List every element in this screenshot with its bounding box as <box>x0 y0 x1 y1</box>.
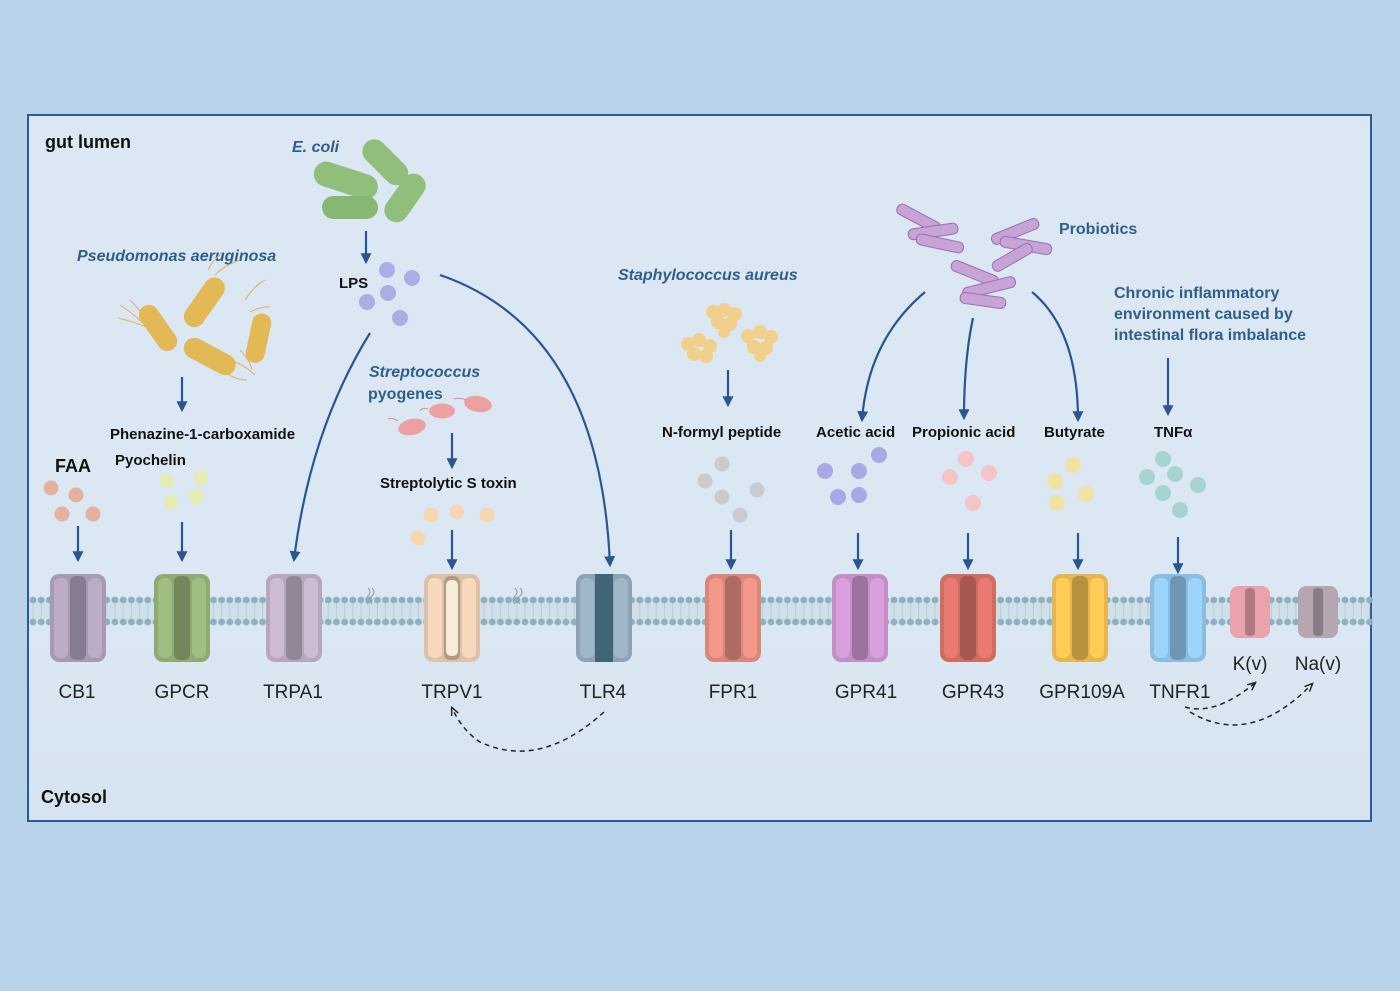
pseudomonas-cells <box>138 277 272 376</box>
receptor-label-tlr4: TLR4 <box>580 682 627 703</box>
receptor-label-tnfr1: TNFR1 <box>1149 682 1210 703</box>
acetic-label: Acetic acid <box>816 424 895 441</box>
receptor-trpa1: TRPA1 <box>263 574 323 703</box>
ecoli-label: E. coli <box>292 139 340 156</box>
receptor-tnfr1: TNFR1 <box>1149 574 1211 703</box>
streptococcus-bacteria <box>387 395 492 436</box>
receptor-gpr109a: GPR109A <box>1039 574 1125 703</box>
streptolytic-molecules <box>410 504 495 546</box>
receptor-gpcr: GPCR <box>154 574 210 703</box>
environment-note-line1: Chronic inflammatory <box>1114 285 1279 302</box>
signal-arrows <box>72 231 1184 575</box>
receptor-cb1: CB1 <box>50 574 106 703</box>
nformyl-label: N-formyl peptide <box>662 424 781 441</box>
cytosol-label: Cytosol <box>41 787 107 807</box>
receptor-label-trpa1: TRPA1 <box>263 682 323 703</box>
staph-clusters <box>681 303 778 363</box>
gut-lumen-label: gut lumen <box>45 132 131 152</box>
probiotics-label: Probiotics <box>1059 221 1137 238</box>
propionic-molecules <box>942 451 997 511</box>
channel-label-kv: K(v) <box>1233 654 1268 675</box>
receptor-label-gpr109a: GPR109A <box>1039 682 1125 703</box>
channel-nav: Na(v) <box>1295 586 1341 675</box>
streptococcus-label-line2: pyogenes <box>368 386 443 403</box>
pyochelin-label: Pyochelin <box>115 452 186 469</box>
receptor-label-gpr43: GPR43 <box>942 682 1004 703</box>
receptor-gpr41: GPR41 <box>832 574 897 703</box>
streptolytic-label: Streptolytic S toxin <box>380 475 517 492</box>
staph-label: Staphylococcus aureus <box>618 267 798 284</box>
receptor-gpr43: GPR43 <box>940 574 1004 703</box>
faa-molecules <box>43 480 101 522</box>
lps-molecules <box>359 262 420 326</box>
acetic-molecules <box>817 447 887 505</box>
receptor-label-gpr41: GPR41 <box>835 682 897 703</box>
pyochelin-molecules <box>159 470 209 510</box>
channel-kv: K(v) <box>1230 586 1270 675</box>
dashed-interaction-arrows <box>452 683 1312 752</box>
receptor-tlr4: TLR4 <box>576 574 632 703</box>
receptor-label-gpcr: GPCR <box>155 682 210 703</box>
receptor-label-cb1: CB1 <box>59 682 96 703</box>
butyrate-label: Butyrate <box>1044 424 1105 441</box>
tnfa-molecules <box>1139 451 1206 518</box>
pseudomonas-label: Pseudomonas aeruginosa <box>77 248 276 265</box>
phenazine-label: Phenazine-1-carboxamide <box>110 426 295 443</box>
tnfa-label: TNFα <box>1154 424 1193 441</box>
environment-note-line3: intestinal flora imbalance <box>1114 327 1306 344</box>
receptor-fpr1: FPR1 <box>705 574 761 703</box>
receptor-label-trpv1: TRPV1 <box>421 682 482 703</box>
butyrate-molecules <box>1047 457 1094 511</box>
cytosol-region <box>29 628 1370 820</box>
environment-note-line2: environment caused by <box>1114 306 1293 323</box>
nformyl-molecules <box>697 456 765 523</box>
streptococcus-label-line1: Streptococcus <box>369 364 480 381</box>
membrane-kinks <box>365 587 523 605</box>
propionic-label: Propionic acid <box>912 424 1015 441</box>
probiotics-cluster <box>896 203 1053 309</box>
receptor-label-fpr1: FPR1 <box>709 682 758 703</box>
channel-label-nav: Na(v) <box>1295 654 1341 675</box>
ecoli-bacteria <box>313 139 426 223</box>
faa-label: FAA <box>55 456 91 476</box>
lps-label: LPS <box>339 275 368 292</box>
receptor-trpv1: TRPV1 <box>421 574 483 703</box>
